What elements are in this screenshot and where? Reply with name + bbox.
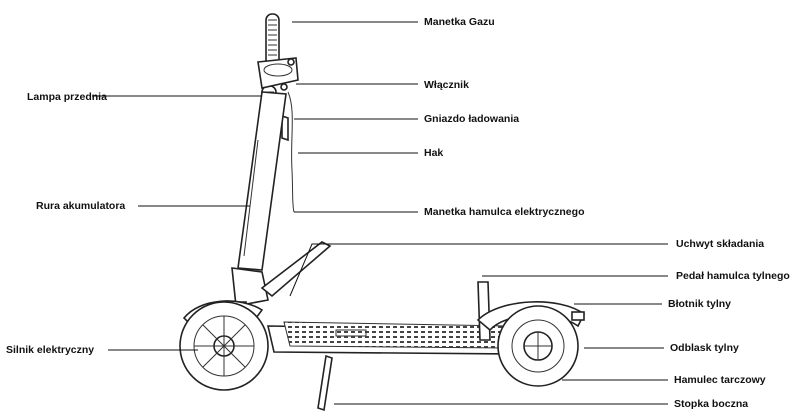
label-rear-fender: Błotnik tylny xyxy=(668,298,732,310)
charging-port xyxy=(281,114,289,142)
label-power-switch: Włącznik xyxy=(424,79,469,91)
label-front-lamp: Lampa przednia xyxy=(27,91,107,103)
callout-lines xyxy=(92,21,668,405)
rear-wheel xyxy=(497,305,579,387)
handlebar-head xyxy=(257,57,299,91)
rear-brake-pedal xyxy=(477,281,491,341)
label-throttle: Manetka Gazu xyxy=(424,16,495,28)
folding-joint xyxy=(231,267,269,307)
label-motor: Silnik elektryczny xyxy=(6,344,95,356)
brake-lever-cable xyxy=(287,91,295,213)
label-rear-reflector: Odblask tylny xyxy=(670,342,739,354)
rear-reflector xyxy=(571,311,585,321)
folding-handle xyxy=(260,241,332,298)
label-rear-brake-pedal: Pedał hamulca tylnego xyxy=(676,270,790,282)
kickstand xyxy=(317,354,333,412)
label-hook: Hak xyxy=(424,147,444,159)
label-brake-lever: Manetka hamulca elektrycznego xyxy=(424,206,585,218)
label-disc-brake: Hamulec tarczowy xyxy=(674,374,766,386)
label-charging-port: Gniazdo ładowania xyxy=(424,113,520,125)
label-folding-handle: Uchwyt składania xyxy=(676,238,765,250)
label-kickstand: Stopka boczna xyxy=(674,398,749,410)
handlebar-grip-top xyxy=(265,13,280,67)
label-battery-tube: Rura akumulatora xyxy=(36,200,126,212)
front-wheel xyxy=(179,301,269,391)
battery-tube xyxy=(237,91,287,271)
